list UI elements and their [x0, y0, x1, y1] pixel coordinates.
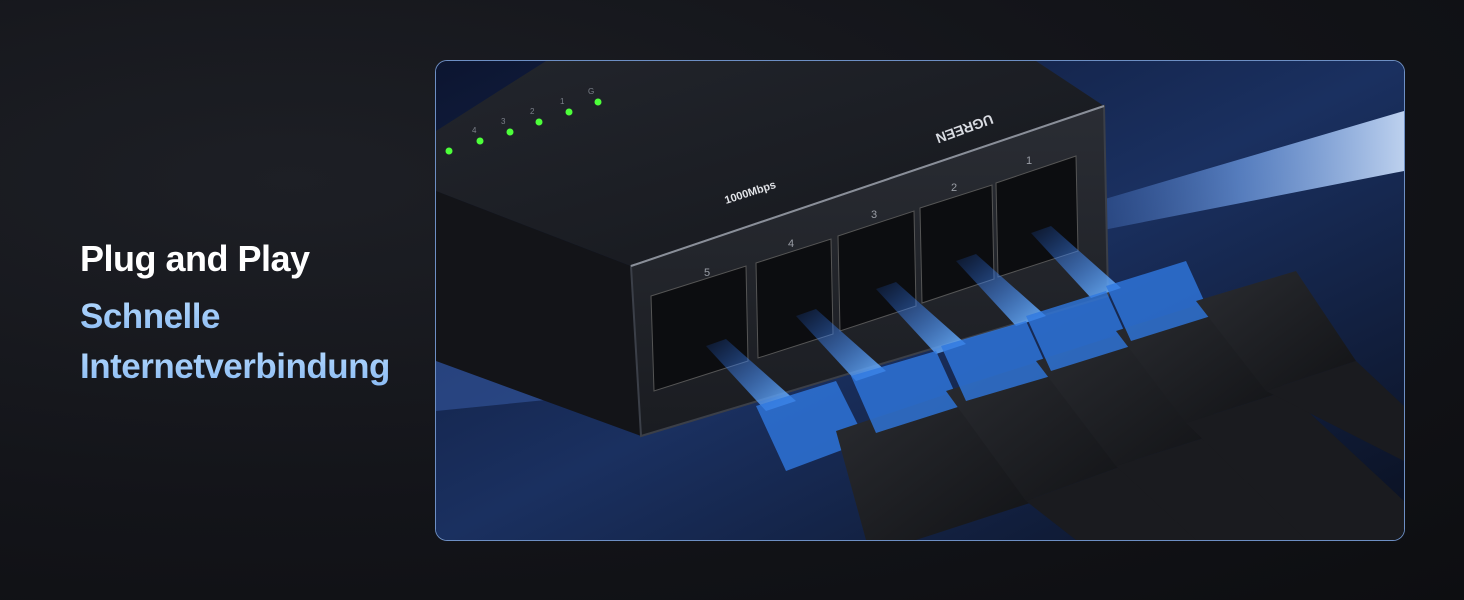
ethernet-cables [756, 261, 1404, 540]
switch-side [436, 191, 641, 436]
led-label: G [588, 87, 594, 96]
led-label: 2 [530, 107, 535, 116]
switch-top [436, 61, 1104, 266]
feature-copy: Plug and Play Schnelle Internetverbindun… [80, 238, 390, 392]
port-label: 3 [871, 209, 877, 221]
data-beams [706, 226, 1121, 411]
port-label: 5 [704, 267, 710, 279]
led-label: 4 [472, 126, 477, 135]
port-label: 2 [951, 182, 957, 194]
subtitle-line-1: Schnelle [80, 292, 390, 342]
product-image-panel: G 1 2 3 4 UGREEN 1000Mbps 1 2 3 4 5 [435, 60, 1405, 541]
port-label: 4 [788, 238, 794, 250]
status-leds [445, 98, 602, 155]
led-label: 1 [560, 97, 565, 106]
headline: Plug and Play [80, 238, 310, 279]
subtitle-line-2: Internetverbindung [80, 342, 390, 392]
ethernet-switch-illustration: G 1 2 3 4 UGREEN 1000Mbps 1 2 3 4 5 [436, 61, 1404, 540]
port-label: 1 [1026, 155, 1032, 167]
led-label: 3 [501, 117, 506, 126]
